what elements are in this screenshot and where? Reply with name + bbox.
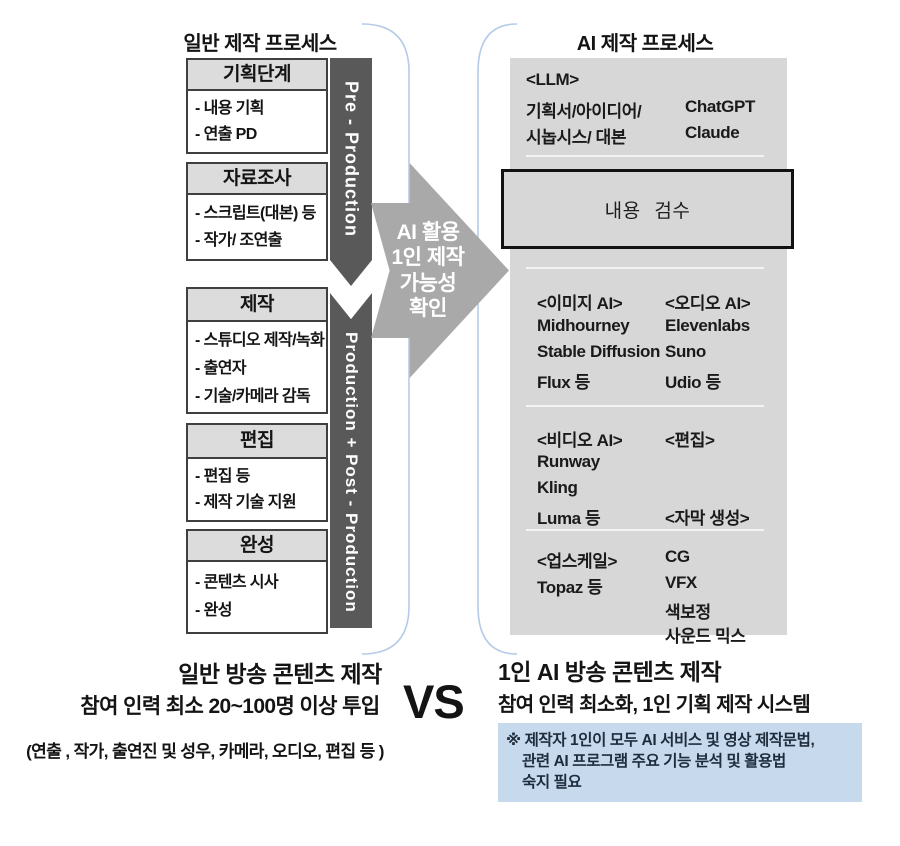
stage-items: - 스튜디오 제작/녹화 - 출연자 - 기술/카메라 감독: [186, 322, 328, 414]
stage-research: 자료조사 - 스크립트(대본) 등 - 작가/ 조연출: [186, 162, 328, 261]
stage-items: - 편집 등 - 제작 기술 지원: [186, 459, 328, 522]
stage-editing: 편집 - 편집 등 - 제작 기술 지원: [186, 423, 328, 522]
stage-item: - 출연자: [195, 360, 247, 377]
stage-items: - 내용 기획 - 연출 PD: [186, 91, 328, 154]
phase-bar-label: Production + Post - Production: [342, 332, 361, 613]
section-divider: [526, 529, 764, 531]
stage-production: 제작 - 스튜디오 제작/녹화 - 출연자 - 기술/카메라 감독: [186, 287, 328, 414]
audio-ai-header: <오디오 AI>: [665, 294, 751, 313]
bottom-left-note: (연출 , 작가, 출연진 및 성우, 카메라, 오디오, 편집 등 ): [26, 742, 384, 761]
llm-tool-claude: Claude: [685, 123, 740, 142]
ai-note-line: ※ 제작자 1인이 모두 AI 서비스 및 영상 제작문법,: [506, 732, 815, 749]
bottom-right-subtitle: 참여 인력 최소화, 1인 기획 제작 시스템: [498, 694, 811, 716]
left-column-title: 일반 제작 프로세스: [183, 33, 337, 55]
phase-bar-label: Pre - Production: [341, 80, 362, 237]
arrow-text-line: 1인 제작: [391, 246, 465, 270]
post-item: VFX: [665, 573, 697, 592]
ai-note-line: 관련 AI 프로그램 주요 기능 분석 및 활용법: [522, 753, 786, 770]
llm-output-line: 기획서/아이디어/: [526, 102, 642, 121]
content-review-box: 내용 검수: [501, 169, 794, 249]
ai-note-box: ※ 제작자 1인이 모두 AI 서비스 및 영상 제작문법, 관련 AI 프로그…: [498, 723, 862, 802]
stage-item: - 완성: [195, 602, 232, 619]
stage-item: - 편집 등: [195, 468, 250, 485]
video-ai-tool: Luma 등: [537, 509, 601, 528]
stage-items: - 콘텐츠 시사 - 완성: [186, 562, 328, 634]
stage-item: - 스크립트(대본) 등: [195, 205, 316, 222]
stage-completion: 완성 - 콘텐츠 시사 - 완성: [186, 529, 328, 634]
post-item: 색보정: [665, 603, 711, 622]
stage-item: - 스튜디오 제작/녹화: [195, 332, 325, 349]
audio-ai-tool: Suno: [665, 342, 706, 361]
arrow-text-line: 확인: [409, 296, 447, 320]
bottom-left-title: 일반 방송 콘텐츠 제작: [178, 661, 382, 687]
bottom-left-subtitle: 참여 인력 최소 20~100명 이상 투입: [80, 695, 380, 718]
ai-note-line: 숙지 필요: [522, 774, 582, 791]
stage-title: 완성: [186, 529, 328, 562]
stage-item: - 콘텐츠 시사: [195, 574, 279, 591]
section-divider: [526, 155, 764, 157]
stage-item: - 작가/ 조연출: [195, 232, 282, 249]
stage-item: - 제작 기술 지원: [195, 494, 297, 511]
arrow-text-line: 가능성: [399, 271, 457, 295]
upscale-header: <업스케일>: [537, 552, 618, 571]
bottom-right-title: 1인 AI 방송 콘텐츠 제작: [498, 659, 722, 685]
right-column-title: AI 제작 프로세스: [576, 33, 714, 55]
video-ai-tool: Runway: [537, 452, 600, 471]
stage-title: 제작: [186, 287, 328, 322]
audio-ai-tool: Udio 등: [665, 373, 721, 392]
stage-title: 자료조사: [186, 162, 328, 195]
stage-item: - 연출 PD: [195, 126, 257, 143]
image-ai-tool: Flux 등: [537, 373, 590, 392]
llm-tool-chatgpt: ChatGPT: [685, 97, 755, 116]
stage-title: 기획단계: [186, 58, 328, 91]
image-ai-header: <이미지 AI>: [537, 294, 623, 313]
stage-planning: 기획단계 - 내용 기획 - 연출 PD: [186, 58, 328, 154]
post-item: 사운드 믹스: [665, 627, 746, 646]
llm-output-line: 시놉시스/ 대본: [526, 128, 627, 147]
stage-item: - 기술/카메라 감독: [195, 388, 311, 405]
video-ai-tool: Kling: [537, 478, 578, 497]
audio-ai-tool: Elevenlabs: [665, 316, 750, 335]
subtitle-gen-header: <자막 생성>: [665, 509, 750, 528]
ai-process-panel: <LLM> 기획서/아이디어/ 시놉시스/ 대본 ChatGPT Claude …: [510, 58, 787, 646]
stage-item: - 내용 기획: [195, 100, 265, 117]
llm-section-header: <LLM>: [526, 70, 579, 89]
phase-bar-production-post: Production + Post - Production: [330, 293, 372, 628]
video-ai-header: <비디오 AI>: [537, 431, 623, 450]
section-divider: [526, 267, 764, 269]
arrow-text-line: AI 활용: [396, 221, 460, 245]
section-divider: [526, 405, 764, 407]
stage-title: 편집: [186, 423, 328, 459]
edit-header: <편집>: [665, 431, 715, 450]
vs-label: VS: [403, 675, 465, 728]
phase-bar-pre-production: Pre - Production: [330, 58, 372, 286]
image-ai-tool: Stable Diffusion: [537, 342, 660, 361]
stage-items: - 스크립트(대본) 등 - 작가/ 조연출: [186, 195, 328, 261]
upscale-tool: Topaz 등: [537, 578, 603, 597]
post-item: CG: [665, 547, 690, 566]
image-ai-tool: Midhourney: [537, 316, 630, 335]
